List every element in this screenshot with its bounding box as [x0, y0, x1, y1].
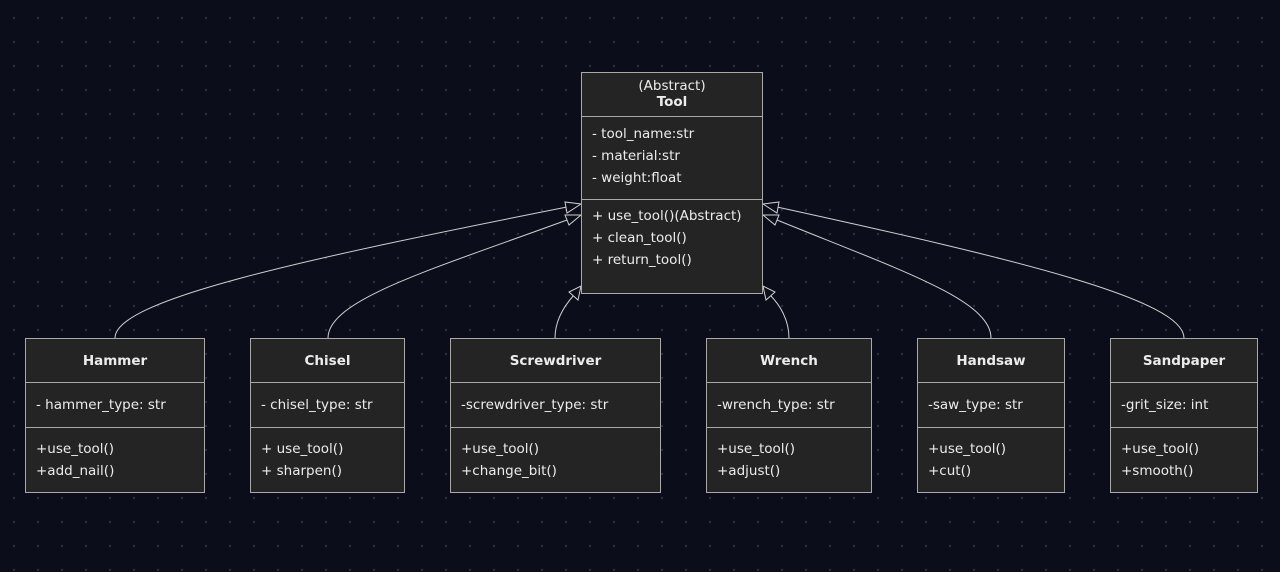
- class-header: Screwdriver: [451, 339, 660, 383]
- arrowhead-chisel: [564, 214, 583, 226]
- class-tool-header: (Abstract) Tool: [582, 73, 762, 117]
- class-header: Chisel: [251, 339, 404, 383]
- class-chisel: Chisel - chisel_type: str + use_tool() +…: [250, 338, 405, 493]
- attribute: -wrench_type: str: [717, 397, 835, 413]
- arrowhead-sandpaper: [761, 201, 780, 214]
- method: +use_tool(): [36, 441, 115, 457]
- class-sandpaper: Sandpaper -grit_size: int +use_tool() +s…: [1110, 338, 1258, 493]
- methods-section: +use_tool() +add_nail(): [26, 428, 204, 482]
- method: +cut(): [928, 463, 972, 479]
- class-name: Sandpaper: [1142, 353, 1226, 369]
- attribute: -screwdriver_type: str: [461, 397, 609, 413]
- class-name: Wrench: [760, 353, 818, 369]
- method: +smooth(): [1121, 463, 1194, 479]
- method: +use_tool(): [928, 441, 1007, 457]
- class-name: Hammer: [82, 353, 148, 369]
- class-tool: (Abstract) Tool - tool_name:str - materi…: [581, 72, 763, 294]
- edge-hammer-to-tool: [114, 206, 568, 339]
- arrowhead-hammer: [564, 201, 583, 214]
- methods-section: + use_tool()(Abstract) + clean_tool() + …: [582, 200, 762, 292]
- arrowhead-wrench: [762, 285, 776, 301]
- attributes-section: -wrench_type: str: [707, 383, 871, 428]
- methods-section: + use_tool() + sharpen(): [251, 428, 404, 482]
- attribute: -saw_type: str: [928, 397, 1023, 413]
- class-name: Handsaw: [956, 353, 1026, 369]
- arrowhead-handsaw: [761, 214, 780, 226]
- class-header: Hammer: [26, 339, 204, 383]
- class-handsaw: Handsaw -saw_type: str +use_tool() +cut(…: [917, 338, 1065, 493]
- method: + use_tool()(Abstract): [592, 208, 742, 224]
- attributes-section: - tool_name:str - material:str - weight:…: [582, 117, 762, 200]
- attribute: - material:str: [592, 148, 680, 164]
- attribute: - hammer_type: str: [36, 397, 166, 413]
- attribute: - chisel_type: str: [261, 397, 373, 413]
- attribute: -grit_size: int: [1121, 397, 1209, 413]
- class-name: Screwdriver: [509, 353, 602, 369]
- edge-sandpaper-to-tool: [776, 206, 1185, 339]
- method: +use_tool(): [1121, 441, 1200, 457]
- attributes-section: - hammer_type: str: [26, 383, 204, 428]
- attribute: - tool_name:str: [592, 126, 695, 142]
- class-header: Wrench: [707, 339, 871, 383]
- method: + use_tool(): [261, 441, 344, 457]
- class-wrench: Wrench -wrench_type: str +use_tool() +ad…: [706, 338, 872, 493]
- class-header: Sandpaper: [1111, 339, 1257, 383]
- methods-section: +use_tool() +change_bit(): [451, 428, 660, 482]
- method: + clean_tool(): [592, 230, 687, 246]
- attributes-section: -saw_type: str: [918, 383, 1064, 428]
- method: +change_bit(): [461, 463, 557, 479]
- stereotype-label: (Abstract): [638, 78, 706, 94]
- class-name: Chisel: [304, 353, 351, 369]
- class-name: Tool: [656, 94, 688, 110]
- attributes-section: -screwdriver_type: str: [451, 383, 660, 428]
- methods-section: +use_tool() +cut(): [918, 428, 1064, 482]
- attribute: - weight:float: [592, 170, 682, 186]
- arrowhead-screwdriver: [568, 285, 582, 301]
- class-hammer: Hammer - hammer_type: str +use_tool() +a…: [25, 338, 205, 493]
- attributes-section: - chisel_type: str: [251, 383, 404, 428]
- method: +adjust(): [717, 463, 781, 479]
- edge-chisel-to-tool: [327, 219, 568, 339]
- methods-section: +use_tool() +smooth(): [1111, 428, 1257, 482]
- edge-screwdriver-to-tool: [554, 294, 575, 339]
- method: + sharpen(): [261, 463, 342, 479]
- class-header: Handsaw: [918, 339, 1064, 383]
- method: + return_tool(): [592, 252, 692, 268]
- edge-wrench-to-tool: [769, 294, 790, 339]
- method: +add_nail(): [36, 463, 115, 479]
- edge-handsaw-to-tool: [776, 219, 992, 339]
- attributes-section: -grit_size: int: [1111, 383, 1257, 428]
- methods-section: +use_tool() +adjust(): [707, 428, 871, 482]
- method: +use_tool(): [461, 441, 540, 457]
- method: +use_tool(): [717, 441, 796, 457]
- class-screwdriver: Screwdriver -screwdriver_type: str +use_…: [450, 338, 661, 493]
